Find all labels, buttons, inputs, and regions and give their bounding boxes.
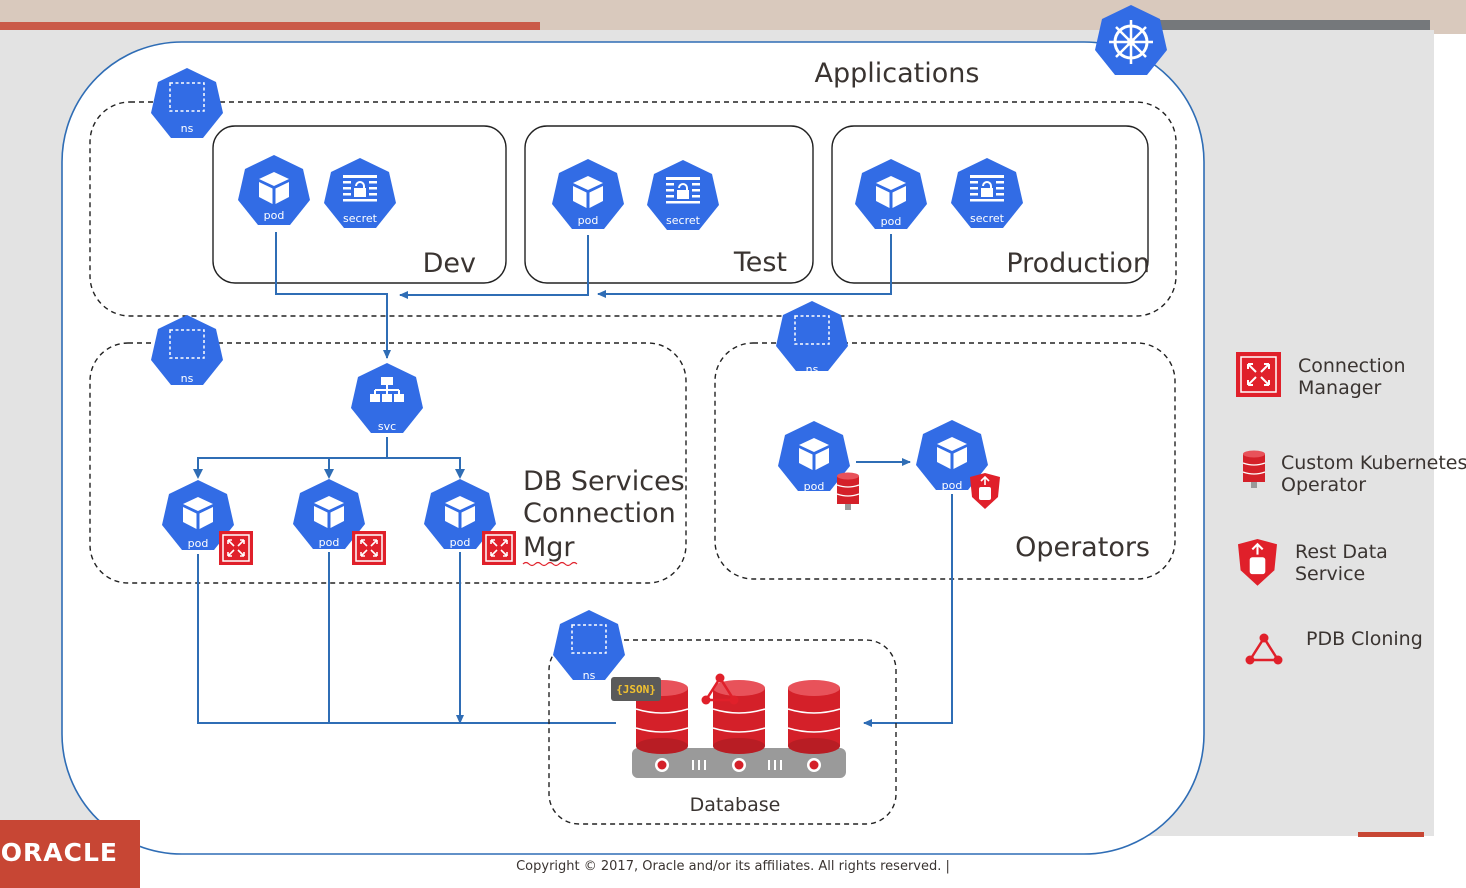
connection-manager-icon: [481, 530, 517, 566]
legend-label-line1: PDB Cloning: [1306, 628, 1423, 650]
ns-label: ns: [806, 363, 819, 376]
arrow-head: [193, 469, 465, 479]
pod-label: pod: [578, 214, 599, 227]
legend-label-line1: Custom Kubernetes: [1281, 452, 1466, 474]
rack-light: [657, 760, 667, 770]
copyright-text: Copyright © 2017, Oracle and/or its affi…: [516, 859, 950, 874]
operators-namespace-box: [714, 342, 1176, 580]
rack-vents: [692, 760, 782, 770]
database-barrel: [712, 679, 766, 755]
connector-production: [597, 234, 892, 298]
oracle-logo-text: ORACLE: [0, 838, 118, 867]
legend-label-line2: Service: [1295, 563, 1365, 585]
json-tag-label: {JSON}: [616, 683, 656, 696]
legend-label-line2: Manager: [1298, 377, 1381, 399]
db-services-title-line2: Connection: [523, 498, 676, 529]
secret-label: secret: [666, 214, 701, 227]
ns-label: ns: [583, 669, 596, 682]
pod-label: pod: [188, 537, 209, 550]
pod-label: pod: [450, 536, 471, 549]
legend-label-line1: Rest Data: [1295, 541, 1388, 563]
connector-test: [399, 235, 589, 299]
env-box-production: [831, 125, 1149, 284]
env-name-dev: Dev: [423, 248, 476, 279]
db-services-namespace-box: [89, 342, 687, 584]
db-services-title-line3: Mgr: [523, 532, 575, 563]
env-name-production: Production: [1006, 248, 1150, 279]
database-namespace-box: [548, 639, 897, 825]
oracle-logo: [0, 820, 140, 888]
rack-light: [734, 760, 744, 770]
connector-operator-to-db: [863, 494, 953, 727]
env-box-test: [524, 125, 814, 284]
db-services-title-line1: DB Services: [523, 466, 685, 497]
env-name-test: Test: [733, 247, 787, 278]
operators-title: Operators: [1015, 532, 1150, 563]
pod-label: pod: [942, 479, 963, 492]
legend-label-line1: Connection: [1298, 355, 1406, 377]
json-tag: [611, 677, 661, 701]
env-box-dev: [212, 125, 507, 284]
secret-label: secret: [343, 212, 378, 225]
legend-label-line2: Operator: [1281, 474, 1366, 496]
legend-connection-manager-icon: [1236, 352, 1281, 397]
apps-namespace-box: [89, 101, 1177, 317]
connection-manager-icon: [218, 530, 254, 566]
pod-label: pod: [804, 480, 825, 493]
database-barrel: [787, 679, 841, 755]
kubernetes-logo-icon: [1095, 5, 1167, 75]
ns-label: ns: [181, 372, 194, 385]
grey-panel-red-bar: [1358, 832, 1424, 837]
pod-label: pod: [264, 209, 285, 222]
connector-cm-pods-to-db: [197, 552, 616, 723]
spellcheck-underline: [522, 561, 578, 567]
connection-manager-icon: [351, 530, 387, 566]
rack-light: [809, 760, 819, 770]
pod-label: pod: [881, 215, 902, 228]
cluster-title: Applications: [815, 58, 980, 89]
cluster-box: [61, 41, 1205, 855]
secret-label: secret: [970, 212, 1005, 225]
pod-label: pod: [319, 536, 340, 549]
database-title: Database: [690, 794, 781, 816]
connector-dev-to-svc: [275, 232, 391, 359]
svc-label: svc: [378, 420, 396, 433]
ns-label: ns: [181, 122, 194, 135]
